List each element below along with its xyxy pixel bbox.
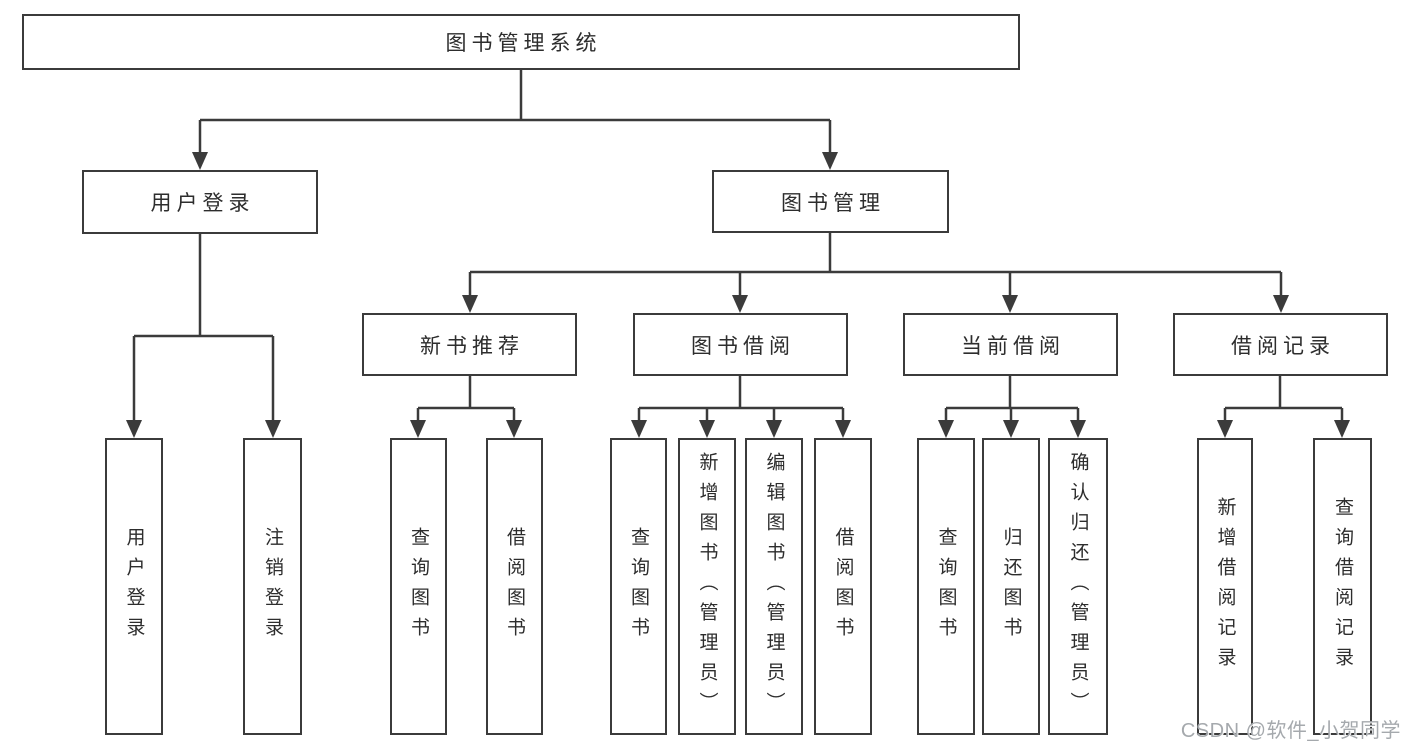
connector-user-login-to-leaves xyxy=(126,234,281,438)
node-query-borrow-record: 查询借阅记录 xyxy=(1313,438,1372,735)
connector-book-borrowing-to-leaves xyxy=(631,376,851,438)
node-return-books: 归还图书 xyxy=(982,438,1040,735)
connector-borrowing-records-to-leaves xyxy=(1217,376,1350,438)
connector-root-to-branches xyxy=(192,70,838,170)
node-query-books-borrowing: 查询图书 xyxy=(610,438,667,735)
node-current-borrowing: 当前借阅 xyxy=(903,313,1118,376)
node-borrow-books-recommend: 借阅图书 xyxy=(486,438,543,735)
node-user-login-group: 用户登录 xyxy=(82,170,318,234)
node-confirm-return-admin: 确认归还（管理员） xyxy=(1048,438,1108,735)
node-borrowing-records: 借阅记录 xyxy=(1173,313,1388,376)
node-user-login-action: 用户登录 xyxy=(105,438,163,735)
connector-book-management-to-sections xyxy=(462,233,1289,313)
node-new-book-recommend: 新书推荐 xyxy=(362,313,577,376)
node-add-books-admin: 新增图书（管理员） xyxy=(678,438,736,735)
node-library-management-system: 图书管理系统 xyxy=(22,14,1020,70)
node-query-books-current: 查询图书 xyxy=(917,438,975,735)
connector-current-borrowing-to-leaves xyxy=(938,376,1086,438)
node-query-books-recommend: 查询图书 xyxy=(390,438,447,735)
node-book-borrowing: 图书借阅 xyxy=(633,313,848,376)
connector-new-book-recommend-to-leaves xyxy=(410,376,522,438)
node-logout: 注销登录 xyxy=(243,438,302,735)
node-borrow-books-borrowing: 借阅图书 xyxy=(814,438,872,735)
node-add-borrow-record: 新增借阅记录 xyxy=(1197,438,1253,735)
node-book-management: 图书管理 xyxy=(712,170,949,233)
node-edit-books-admin: 编辑图书（管理员） xyxy=(745,438,803,735)
